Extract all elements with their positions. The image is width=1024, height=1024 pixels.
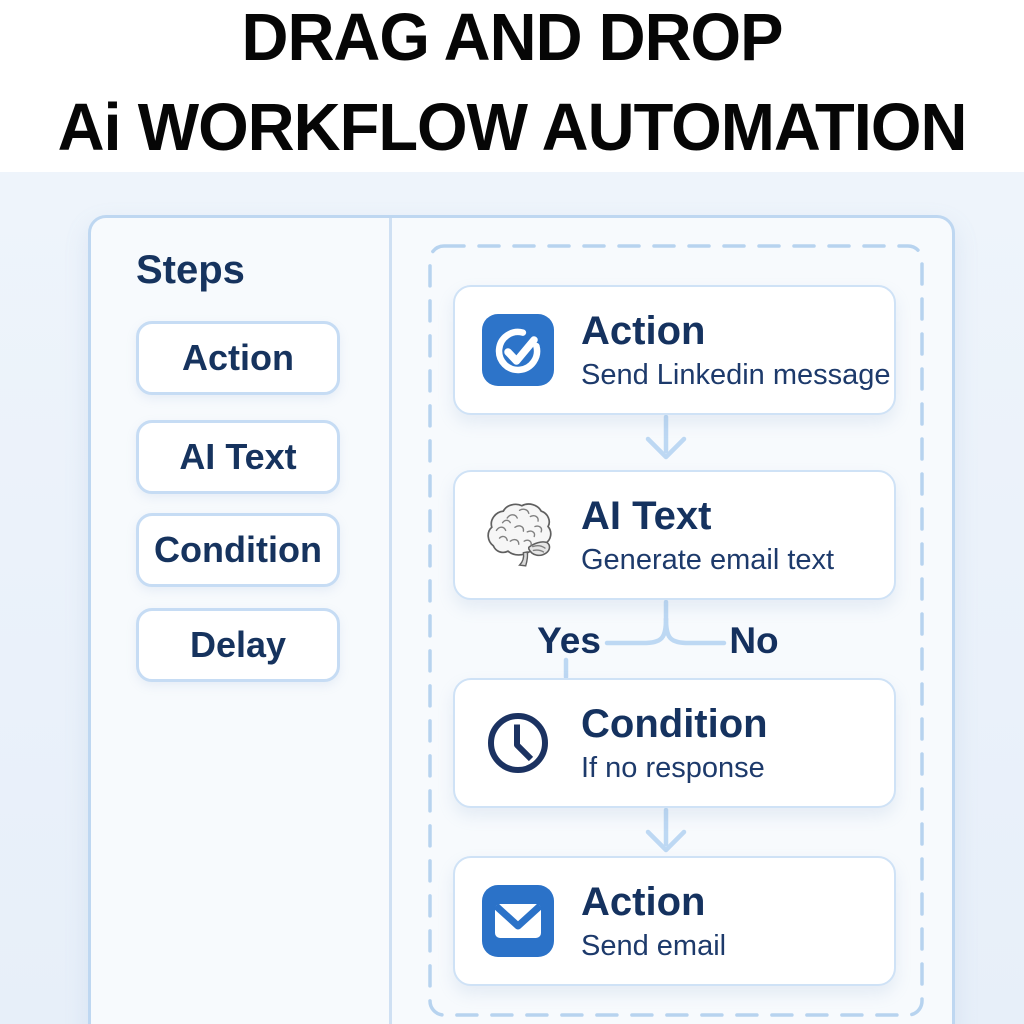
- app-stage: Steps Action AI Text Condition Delay: [0, 172, 1024, 1024]
- brain-icon: [481, 498, 555, 572]
- node-ai-text[interactable]: AI Text Generate email text: [453, 470, 896, 600]
- sidebar-item-condition[interactable]: Condition: [136, 513, 340, 587]
- mail-icon: [481, 884, 555, 958]
- node-subtitle: Send Linkedin message: [581, 358, 891, 391]
- node-action-linkedin[interactable]: Action Send Linkedin message: [453, 285, 896, 415]
- canvas-drop-zone[interactable]: [428, 244, 924, 1017]
- page-title-line1: DRAG AND DROP: [241, 0, 783, 75]
- branch-label-yes: Yes: [537, 620, 601, 661]
- sidebar-item-ai-text[interactable]: AI Text: [136, 420, 340, 494]
- branch-label-no: No: [729, 620, 779, 661]
- panel-divider: [389, 218, 392, 1024]
- builder-panel: Steps Action AI Text Condition Delay: [88, 215, 955, 1024]
- node-title: AI Text: [581, 493, 712, 538]
- node-subtitle: Generate email text: [581, 543, 835, 576]
- node-action-email[interactable]: Action Send email: [453, 856, 896, 986]
- sidebar-item-delay[interactable]: Delay: [136, 608, 340, 682]
- check-circle-icon: [481, 313, 555, 387]
- node-subtitle: Send email: [581, 929, 727, 962]
- node-subtitle: If no response: [581, 751, 765, 784]
- clock-icon: [481, 706, 555, 780]
- page-title-line2: Ai WORKFLOW AUTOMATION: [57, 90, 968, 165]
- steps-heading: Steps: [136, 248, 245, 292]
- node-title: Condition: [581, 701, 768, 746]
- connector-arrow-2: [645, 807, 687, 853]
- node-title: Action: [581, 879, 706, 924]
- node-title: Action: [581, 308, 706, 353]
- connector-arrow-1: [645, 414, 687, 460]
- sidebar-item-action[interactable]: Action: [136, 321, 340, 395]
- node-condition[interactable]: Condition If no response: [453, 678, 896, 808]
- hero-banner: DRAG AND DROP Ai WORKFLOW AUTOMATION: [0, 0, 1024, 172]
